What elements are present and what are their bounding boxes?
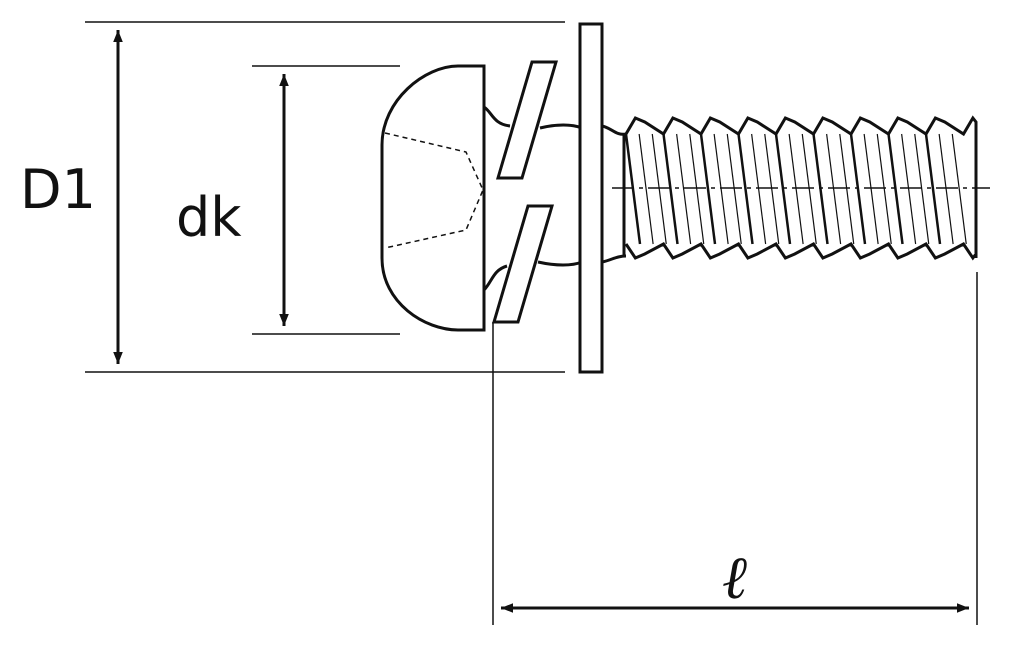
dk-dimension: dk (176, 65, 400, 335)
thread-flank-line (876, 133, 892, 245)
thread-flank-line (737, 133, 754, 245)
thread-flank-line (662, 133, 679, 245)
thread-flank-line (849, 133, 867, 245)
thread-flank-line (788, 133, 804, 245)
thread-flank-line (863, 133, 879, 245)
thread-flank-line (764, 133, 780, 245)
washer-link-top (483, 105, 511, 128)
thread-flank-line (826, 133, 842, 245)
thread-flank-line (774, 133, 792, 245)
washer-link-top-right (539, 123, 583, 130)
length-dimension: ℓ (492, 272, 978, 625)
shank-neck (601, 124, 627, 264)
d1-dimension: D1 (20, 21, 565, 373)
thread-flank-line (887, 133, 904, 245)
head-outline (380, 64, 486, 332)
screw-head (380, 64, 486, 332)
washer-section-bottom (491, 204, 555, 324)
thread-flank-line (751, 133, 767, 245)
thread-crest-bottom (624, 242, 978, 261)
washer-link-bottom-right (537, 260, 583, 267)
thread-flank-line (726, 133, 742, 245)
thread-flank-line (839, 133, 855, 245)
thread-flank-line (689, 133, 705, 245)
thread-flank-line (901, 133, 917, 245)
thread-flanks (624, 133, 967, 245)
lock-washer (482, 60, 583, 324)
threaded-shank (601, 115, 990, 264)
thread-crest-top (624, 115, 978, 137)
thread-flank-line (951, 133, 967, 245)
thread-flank-line (914, 133, 930, 245)
d1-label: D1 (20, 158, 96, 221)
thread-flank-line (624, 133, 642, 245)
thread-flank-line (801, 133, 817, 245)
thread-flank-line (651, 133, 667, 245)
flat-washer (578, 22, 604, 374)
washer-section-top (495, 60, 559, 180)
length-label: ℓ (722, 543, 747, 613)
thread-flank-line (812, 133, 829, 245)
thread-flank-line (699, 133, 717, 245)
thread-flank-line (924, 133, 942, 245)
thread-flank-line (713, 133, 729, 245)
washer-link-bottom (482, 264, 508, 292)
thread-flank-line (938, 133, 954, 245)
recess-hidden-line (384, 132, 484, 249)
dk-label: dk (176, 186, 242, 249)
thread-flank-line (638, 133, 654, 245)
thread-flank-line (676, 133, 692, 245)
